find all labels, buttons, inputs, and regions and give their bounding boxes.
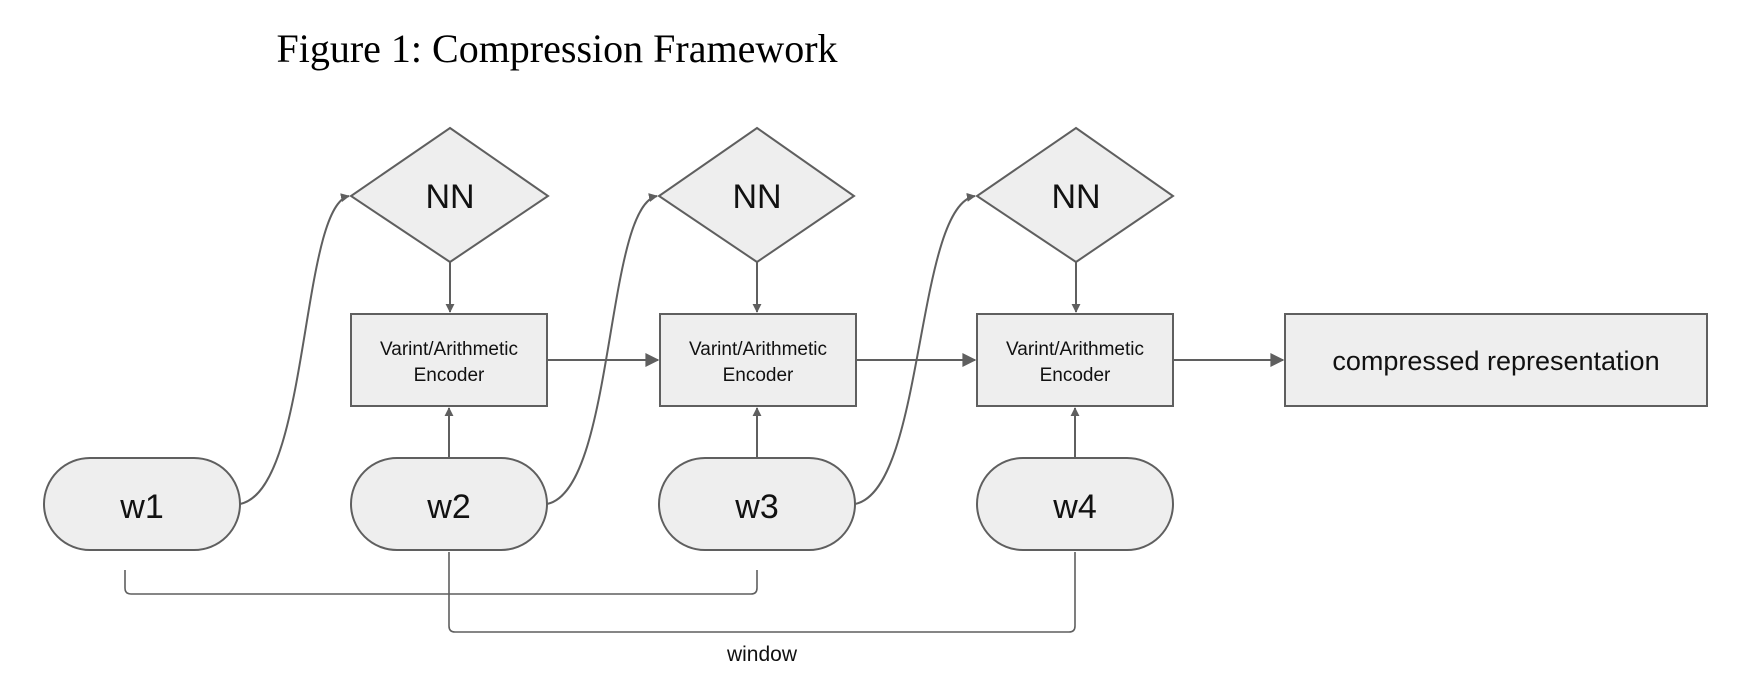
- input-node-w1: w1: [43, 457, 241, 551]
- encoder-label-line2: Encoder: [414, 365, 485, 386]
- window-bracket-w2-w4: [448, 552, 1076, 633]
- encoder-label-line1: Varint/Arithmetic: [689, 339, 827, 360]
- encoder-label-line2: Encoder: [723, 365, 794, 386]
- nn-label: NN: [1051, 178, 1100, 216]
- encoder-label-line1: Varint/Arithmetic: [1006, 339, 1144, 360]
- input-label: w4: [1052, 488, 1096, 526]
- encoder-box-1: Varint/Arithmetic Encoder: [350, 313, 548, 407]
- window-label: window: [726, 643, 798, 666]
- encoder-box-2: Varint/Arithmetic Encoder: [659, 313, 857, 407]
- input-node-w2: w2: [350, 457, 548, 551]
- figure-title: Figure 1: Compression Framework: [276, 26, 837, 71]
- encoder-box-3: Varint/Arithmetic Encoder: [976, 313, 1174, 407]
- compressed-representation-box: compressed representation: [1284, 313, 1708, 407]
- window-bracket-w1-w3: [124, 570, 758, 595]
- curve-w3-to-nn3: [854, 192, 976, 505]
- curve-w1-to-nn1: [239, 193, 350, 505]
- curve-w2-to-nn2: [546, 193, 658, 505]
- nn-node-3: NN: [975, 126, 1175, 264]
- output-label: compressed representation: [1332, 346, 1659, 376]
- nn-node-1: NN: [349, 126, 550, 264]
- input-label: w1: [119, 488, 163, 526]
- nn-label: NN: [425, 178, 474, 216]
- input-label: w3: [734, 488, 778, 526]
- encoder-label-line2: Encoder: [1040, 365, 1111, 386]
- input-node-w4: w4: [976, 457, 1174, 551]
- nn-label: NN: [732, 178, 781, 216]
- input-label: w2: [426, 488, 470, 526]
- nn-node-2: NN: [657, 126, 856, 264]
- input-node-w3: w3: [658, 457, 856, 551]
- encoder-label-line1: Varint/Arithmetic: [380, 339, 518, 360]
